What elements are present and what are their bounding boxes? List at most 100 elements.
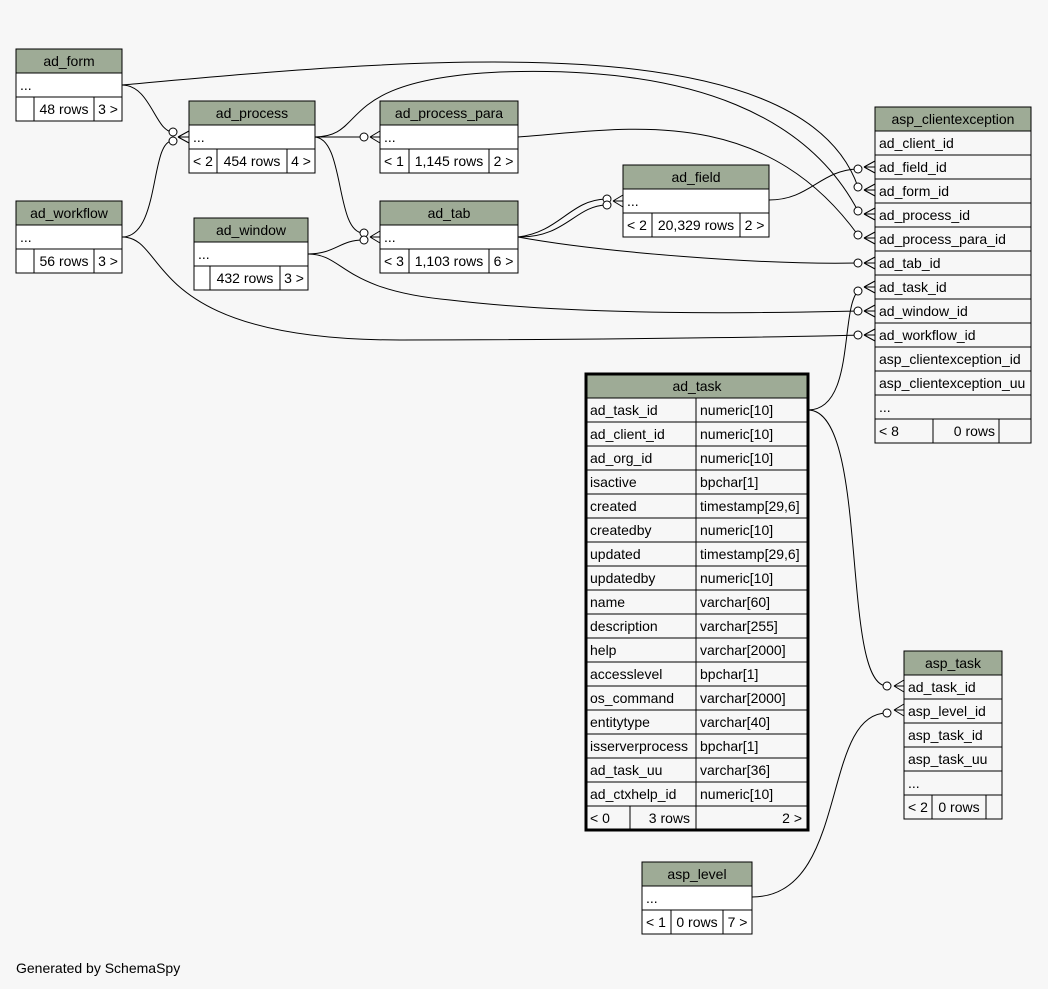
column-type: numeric[10] bbox=[700, 522, 773, 538]
parent-count: < 0 bbox=[590, 810, 610, 826]
column-name: ad_process_id bbox=[879, 207, 970, 223]
edge-ad-process-para-to-clientexception bbox=[517, 128, 859, 236]
edge-ad-task-to-asp-task bbox=[807, 409, 888, 687]
edge-asp-level-to-asp-task bbox=[751, 712, 888, 898]
table-border bbox=[15, 48, 123, 122]
table-border bbox=[641, 861, 753, 935]
edge-ad-workflow-to-process bbox=[121, 140, 173, 238]
footer-cell bbox=[998, 418, 1032, 444]
column-name: created bbox=[590, 498, 637, 514]
child-count: 2 > bbox=[494, 153, 514, 169]
column-name: ad_field_id bbox=[879, 159, 947, 175]
table-name: asp_level bbox=[667, 866, 726, 882]
column-row bbox=[642, 886, 752, 910]
column-row bbox=[16, 73, 122, 97]
row-count: 3 rows bbox=[649, 810, 690, 826]
column-name: updatedby bbox=[590, 570, 655, 586]
column-name: help bbox=[590, 642, 617, 658]
column-name: createdby bbox=[590, 522, 651, 538]
parent-count: < 1 bbox=[384, 153, 404, 169]
edge-ad-field-to-clientexception bbox=[768, 168, 859, 201]
child-count: 2 > bbox=[782, 810, 802, 826]
column-name: asp_clientexception_id bbox=[879, 351, 1021, 367]
table-asp-clientexception[interactable]: asp_clientexceptionad_client_idad_field_… bbox=[874, 106, 1032, 444]
column-type: numeric[10] bbox=[700, 450, 773, 466]
column-name: ad_window_id bbox=[879, 303, 968, 319]
column-name: description bbox=[590, 618, 658, 634]
column-type: numeric[10] bbox=[700, 570, 773, 586]
column-type: varchar[2000] bbox=[700, 642, 786, 658]
table-name: asp_task bbox=[925, 655, 982, 671]
column-name: ... bbox=[20, 229, 32, 245]
table-header bbox=[16, 201, 122, 225]
column-name: ... bbox=[646, 890, 658, 906]
column-type: varchar[36] bbox=[700, 762, 770, 778]
column-row bbox=[874, 394, 1032, 420]
parent-count: < 2 bbox=[193, 153, 213, 169]
column-name: ... bbox=[384, 229, 396, 245]
crowfoot-marker bbox=[853, 206, 876, 221]
parent-count: < 3 bbox=[384, 253, 404, 269]
column-type: varchar[255] bbox=[700, 618, 778, 634]
crowfoot-marker bbox=[853, 230, 876, 245]
column-type: numeric[10] bbox=[700, 426, 773, 442]
table-name: ad_window bbox=[216, 222, 287, 238]
column-name: ad_form_id bbox=[879, 183, 949, 199]
edge-ad-window-to-clientexception bbox=[307, 253, 859, 314]
column-name: asp_level_id bbox=[908, 703, 986, 719]
table-header bbox=[586, 374, 808, 398]
column-type: bpchar[1] bbox=[700, 474, 758, 490]
row-count: 1,103 rows bbox=[415, 253, 483, 269]
column-name: ... bbox=[627, 193, 639, 209]
table-border bbox=[622, 164, 770, 238]
child-count: 7 > bbox=[728, 914, 748, 930]
column-type: numeric[10] bbox=[700, 402, 773, 418]
column-name: isserverprocess bbox=[590, 738, 688, 754]
edge-ad-tab-to-field-b bbox=[517, 204, 607, 238]
child-count: 6 > bbox=[494, 253, 514, 269]
column-type: timestamp[29,6] bbox=[700, 546, 800, 562]
row-count: 0 rows bbox=[938, 799, 979, 815]
table-footer bbox=[642, 910, 752, 934]
table-header bbox=[380, 101, 518, 125]
table-name: ad_process_para bbox=[395, 105, 503, 121]
table-border bbox=[188, 100, 316, 174]
column-type: varchar[40] bbox=[700, 714, 770, 730]
row-count: 0 rows bbox=[954, 423, 995, 439]
column-type: bpchar[1] bbox=[700, 738, 758, 754]
edge-ad-form-to-clientexception bbox=[121, 61, 859, 188]
table-asp-task[interactable]: asp_taskad_task_idasp_level_idasp_task_i… bbox=[903, 650, 1003, 820]
column-name: ... bbox=[908, 775, 920, 791]
row-count: 20,329 rows bbox=[658, 217, 734, 233]
footer-cell bbox=[985, 794, 1003, 820]
crowfoot-marker bbox=[359, 130, 381, 144]
table-header bbox=[642, 862, 752, 886]
column-type: numeric[10] bbox=[700, 786, 773, 802]
column-row bbox=[380, 125, 518, 149]
table-name: ad_form bbox=[43, 53, 94, 69]
column-name: accesslevel bbox=[590, 666, 662, 682]
column-name: ... bbox=[879, 399, 891, 415]
crowfoot-marker bbox=[602, 194, 624, 210]
column-name: asp_task_uu bbox=[908, 751, 987, 767]
parent-count: < 2 bbox=[908, 799, 928, 815]
column-name: ad_client_id bbox=[879, 135, 954, 151]
table-name: ad_field bbox=[671, 169, 720, 185]
crowfoot-marker bbox=[853, 256, 876, 270]
table-border bbox=[15, 200, 123, 274]
column-name: updated bbox=[590, 546, 641, 562]
column-name: os_command bbox=[590, 690, 674, 706]
table-header bbox=[194, 218, 308, 242]
column-name: ... bbox=[193, 129, 205, 145]
crowfoot-marker bbox=[882, 703, 905, 718]
column-name: ad_task_id bbox=[590, 402, 658, 418]
